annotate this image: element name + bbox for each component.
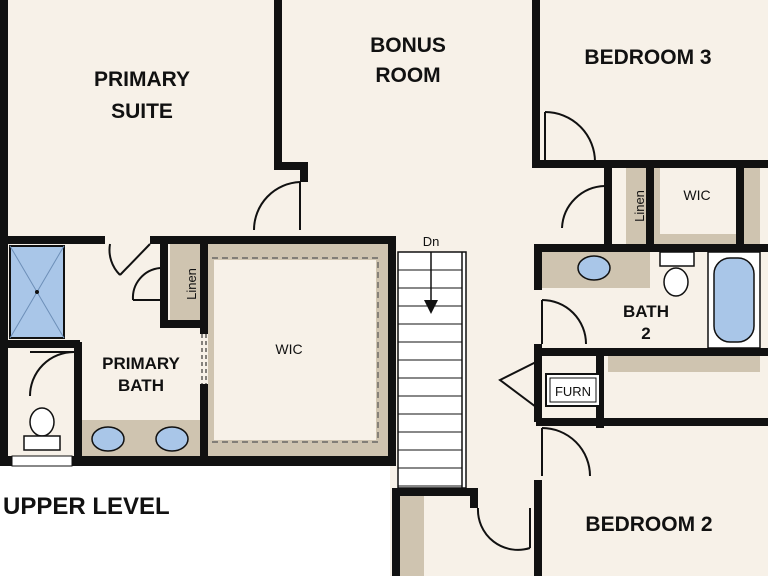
primary-wic-dash xyxy=(212,257,379,443)
toilet-primary-tank xyxy=(23,435,61,451)
bathtub-basin xyxy=(713,257,755,343)
sink-left xyxy=(91,426,125,452)
toilet-bath2 xyxy=(663,267,689,297)
primary-wic-inner xyxy=(214,260,376,440)
sink-right xyxy=(155,426,189,452)
toilet-bath2-tank xyxy=(659,251,695,267)
furnace-box xyxy=(545,373,601,407)
wic-bedroom3-label: WIC xyxy=(683,187,710,203)
stair-arrow-icon xyxy=(424,300,438,314)
level-title: UPPER LEVEL xyxy=(3,493,170,520)
bedroom-2-label: BEDROOM 2 xyxy=(585,513,712,536)
stairs-down-label: Dn xyxy=(423,234,440,249)
bedroom-3-label: BEDROOM 3 xyxy=(584,46,711,69)
staircase xyxy=(397,251,467,489)
bath-2-label-1: BATH xyxy=(623,302,669,321)
wic-primary-label: WIC xyxy=(275,341,302,357)
primary-bath-door-slot xyxy=(11,455,73,467)
bonus-room-label-2: ROOM xyxy=(375,64,440,87)
primary-bath-label-2: BATH xyxy=(118,376,164,395)
linen-primary-label: Linen xyxy=(184,268,199,300)
hall-strip-band xyxy=(608,356,760,372)
bath-opening xyxy=(200,334,208,384)
primary-bath-label-1: PRIMARY xyxy=(102,354,180,373)
primary-suite-label-2: SUITE xyxy=(111,100,173,123)
primary-suite-label-1: PRIMARY xyxy=(94,68,190,91)
bonus-room-label-1: BONUS xyxy=(370,34,446,57)
sink-bath2 xyxy=(577,255,611,281)
furnace-label: FURN xyxy=(555,384,591,399)
lower-stair-band xyxy=(400,494,424,576)
bath-2-label-2: 2 xyxy=(641,324,650,343)
furnace-inner xyxy=(549,377,597,403)
linen-hall-label: Linen xyxy=(632,190,647,222)
toilet-primary xyxy=(29,407,55,437)
door-swings xyxy=(29,111,606,551)
linen-primary-band xyxy=(170,244,202,324)
shower-drain xyxy=(35,290,39,294)
wic3-inner xyxy=(660,168,740,234)
